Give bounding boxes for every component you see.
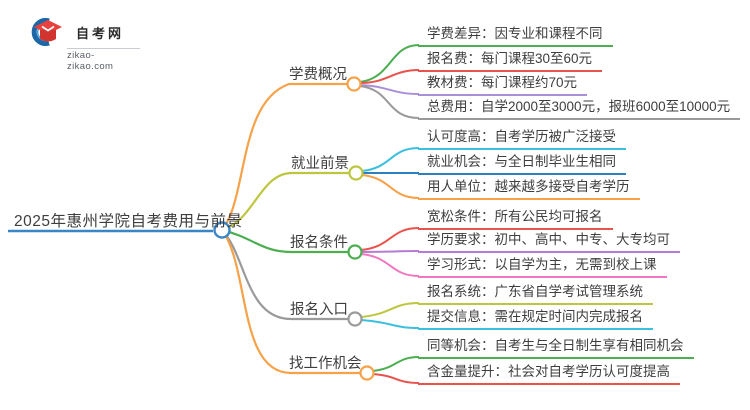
branch-registration-conditions: 报名条件 — [290, 235, 348, 251]
site-name: 自考网 — [76, 25, 125, 41]
branch-employment-prospects: 就业前景 — [291, 156, 349, 172]
leaf-node: 学历要求：初中、高中、中专、大专均可 — [418, 231, 680, 253]
leaf-node: 报名系统：广东省自学考试管理系统 — [418, 283, 653, 305]
branch-tuition-overview: 学费概况 — [289, 67, 347, 83]
leaf-node: 同等机会：自考生与全日制生享有相同机会 — [418, 337, 694, 359]
leaf-node: 总费用：自学2000至3000元，报班6000至10000元 — [418, 98, 741, 120]
leaf-node: 用人单位：越来越多接受自考学历 — [418, 178, 640, 200]
leaf-node: 就业机会：与全日制毕业生相同 — [418, 153, 626, 175]
leaf-node: 学习形式：以自学为主，无需到校上课 — [418, 256, 667, 278]
leaf-node: 认可度高：自考学历被广泛接受 — [418, 128, 626, 150]
site-url: zikao-zikao.com — [67, 48, 140, 72]
graduation-cap-icon — [31, 18, 62, 46]
root-node: 2025年惠州学院自考费用与前景 — [14, 213, 243, 230]
site-logo[interactable]: 自考网 zikao-zikao.com — [30, 18, 140, 72]
branch-job-opportunities: 找工作机会 — [289, 356, 362, 372]
leaf-node: 提交信息：需在规定时间内完成报名 — [418, 308, 653, 330]
leaf-node: 宽松条件：所有公民均可报名 — [418, 208, 613, 230]
branch-registration-entrance: 报名入口 — [290, 302, 348, 318]
leaf-node: 学费差异：因专业和课程不同 — [418, 25, 613, 47]
leaf-node: 教材费：每门课程约70元 — [418, 74, 588, 96]
leaf-node: 含金量提升：社会对自考学历认可度提高 — [418, 363, 680, 385]
leaf-node: 报名费：每门课程30至60元 — [418, 50, 603, 72]
